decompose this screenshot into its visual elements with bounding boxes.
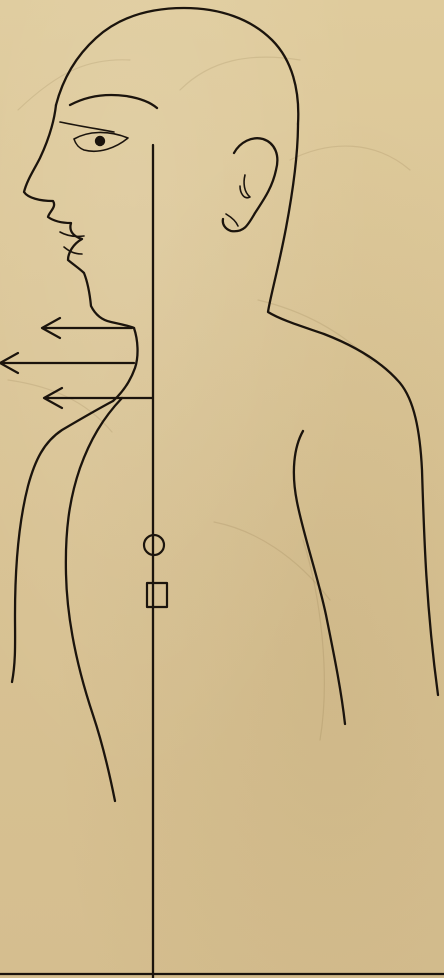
head-group <box>24 8 298 328</box>
left-shoulder-front <box>12 328 138 682</box>
face-profile <box>24 105 134 328</box>
upper-left-arrow <box>42 318 132 338</box>
front-chest-contour <box>66 398 122 801</box>
head-profile-outline <box>56 8 298 124</box>
eye-pupil <box>95 136 105 146</box>
ear-inner-curve <box>240 175 250 198</box>
ear-lobe-notch <box>226 214 238 226</box>
lower-left-arrow <box>44 388 152 408</box>
markers-group <box>0 318 167 607</box>
back-neck-shoulder <box>268 124 438 695</box>
marker-square <box>147 583 167 607</box>
eye-upper-lid-line <box>60 122 114 132</box>
middle-left-arrow <box>0 353 134 373</box>
inner-arm-line <box>294 431 345 724</box>
eyebrow <box>70 95 157 108</box>
